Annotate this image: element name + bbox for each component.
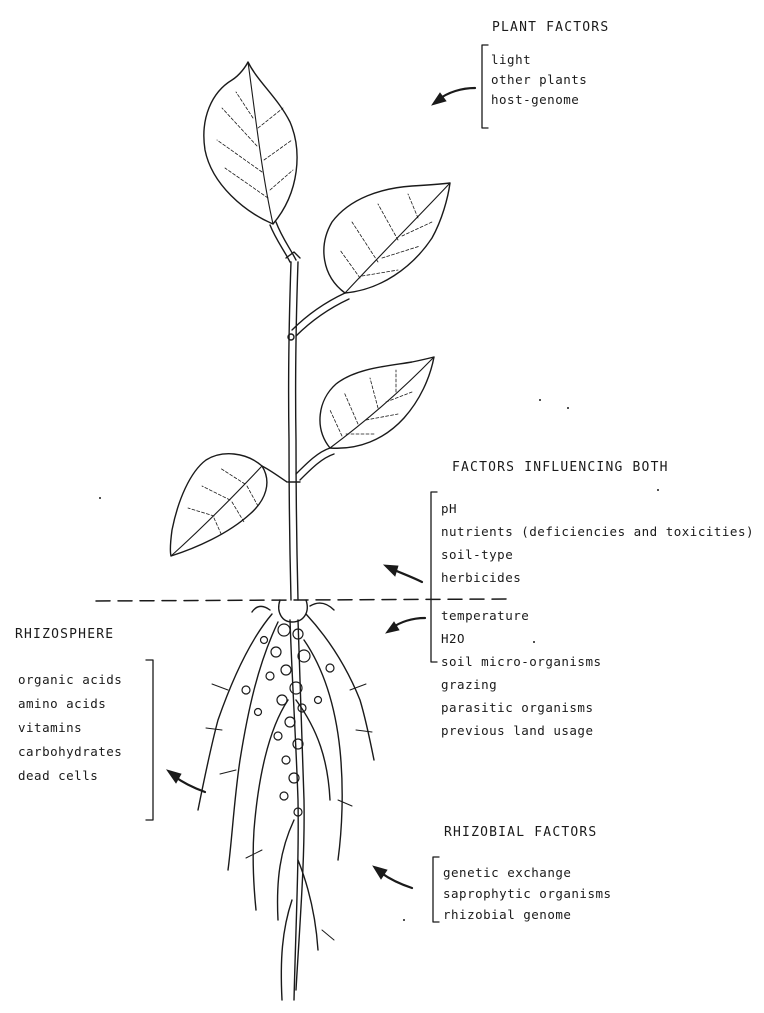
upper-right-leaf <box>324 183 450 293</box>
top-leaf <box>204 62 297 224</box>
lateral-root-3 <box>306 614 374 760</box>
soil-surface-line <box>96 599 508 601</box>
stem <box>289 262 291 600</box>
rhizosphere-arrow <box>167 770 205 792</box>
plant-factors-bracket <box>482 45 488 128</box>
lateral-root-4 <box>304 640 342 860</box>
plant-factor-item: light <box>491 50 587 70</box>
plant-factors-heading: PLANT FACTORS <box>492 20 609 35</box>
factor-both-item: soil micro-organisms <box>441 650 602 673</box>
lateral-root-6 <box>253 700 288 910</box>
rhizosphere-bracket <box>146 660 153 820</box>
factor-both-item: herbicides <box>441 566 754 589</box>
factors-both-below-list: temperature H2O soil micro-organisms gra… <box>441 604 602 742</box>
rhizobial-factor-item: genetic exchange <box>443 862 612 883</box>
lateral-root-1 <box>198 614 272 810</box>
factors-both-heading: FACTORS INFLUENCING BOTH <box>452 460 669 475</box>
factors-both-bracket <box>431 492 437 662</box>
root-crown <box>279 600 307 622</box>
rhizobial-factors-bracket <box>433 857 439 922</box>
rhizosphere-item: dead cells <box>18 764 122 788</box>
rhizosphere-item: carbohydrates <box>18 740 122 764</box>
lower-right-leaf <box>320 357 434 448</box>
plant-factors-list: light other plants host-genome <box>491 50 587 110</box>
rhizobial-factors-arrow <box>373 866 412 888</box>
lateral-root-9 <box>281 900 292 1000</box>
rhizosphere-item: vitamins <box>18 716 122 740</box>
rhizobial-factor-item: saprophytic organisms <box>443 883 612 904</box>
lateral-root-7 <box>278 820 294 920</box>
upper-right-petiole <box>292 293 345 330</box>
factor-both-item: pH <box>441 497 754 520</box>
lower-right-petiole <box>296 448 330 474</box>
rhizosphere-list: organic acids amino acids vitamins carbo… <box>18 668 122 788</box>
factor-both-item: soil-type <box>441 543 754 566</box>
factor-both-item: nutrients (deficiencies and toxicities) <box>441 520 754 543</box>
factor-both-item: parasitic organisms <box>441 696 602 719</box>
plant-factors-arrow <box>432 88 475 105</box>
rhizobial-factors-heading: RHIZOBIAL FACTORS <box>444 825 597 840</box>
rhizosphere-item: amino acids <box>18 692 122 716</box>
rhizobial-factors-list: genetic exchange saprophytic organisms r… <box>443 862 612 925</box>
stem-inner <box>296 262 298 600</box>
factor-both-item: previous land usage <box>441 719 602 742</box>
left-leaf <box>170 454 267 556</box>
rhizosphere-item: organic acids <box>18 668 122 692</box>
factor-both-item: grazing <box>441 673 602 696</box>
factor-both-item: H2O <box>441 627 602 650</box>
rhizobial-factor-item: rhizobial genome <box>443 904 612 925</box>
plant-factor-item: other plants <box>491 70 587 90</box>
factor-both-item: temperature <box>441 604 602 627</box>
rhizosphere-heading: RHIZOSPHERE <box>15 627 114 642</box>
lateral-root-2 <box>228 622 278 870</box>
factors-below-arrow <box>386 618 425 633</box>
factors-above-arrow <box>384 565 422 582</box>
root-nodules <box>242 624 334 816</box>
plant-factor-item: host-genome <box>491 90 587 110</box>
factors-both-above-list: pH nutrients (deficiencies and toxicitie… <box>441 497 754 589</box>
